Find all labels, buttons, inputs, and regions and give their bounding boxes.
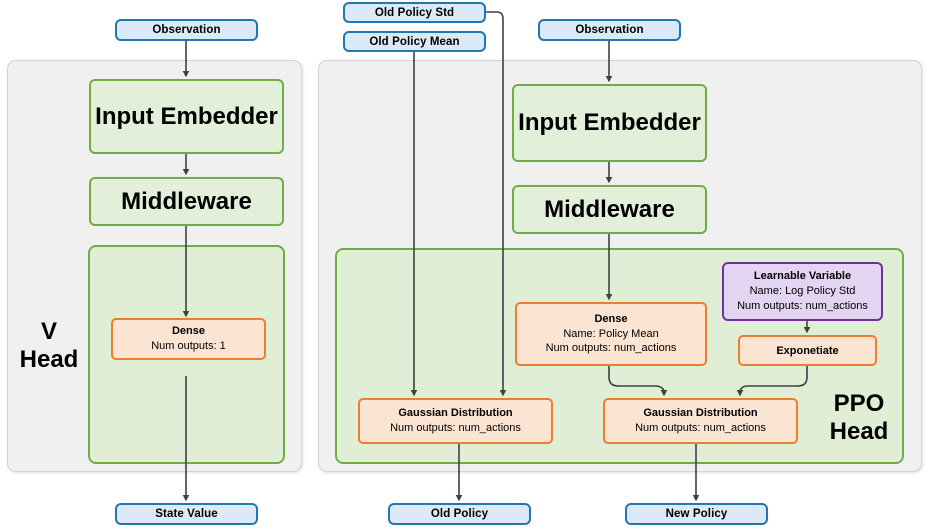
ppo-middleware-label: Middleware	[544, 195, 675, 223]
ppo-dense-policy-mean[interactable]: Dense Name: Policy Mean Num outputs: num…	[515, 302, 707, 366]
v-middleware[interactable]: Middleware	[89, 177, 284, 226]
v-input-embedder-label: Input Embedder	[95, 102, 278, 130]
ppo-gaussian-new-outputs: Num outputs: num_actions	[635, 422, 766, 434]
output-new-policy[interactable]: New Policy	[625, 503, 768, 525]
input-old-policy-mean[interactable]: Old Policy Mean	[343, 31, 486, 52]
input-old-policy-std-label: Old Policy Std	[374, 6, 455, 19]
input-observation-ppo-label: Observation	[575, 24, 644, 36]
ppo-gaussian-new[interactable]: Gaussian Distribution Num outputs: num_a…	[603, 398, 798, 444]
ppo-dense-outputs: Num outputs: num_actions	[545, 342, 677, 355]
ppo-exponetiate[interactable]: Exponetiate	[738, 335, 877, 366]
v-head-label-line1: V	[40, 318, 57, 345]
ppo-learnable-variable-outputs: Num outputs: num_actions	[737, 299, 868, 312]
output-new-policy-label: New Policy	[665, 508, 728, 520]
ppo-middleware[interactable]: Middleware	[512, 185, 707, 234]
input-observation-v-label: Observation	[152, 24, 221, 36]
v-dense-outputs: Num outputs: 1	[151, 340, 226, 352]
v-head-label: V Head	[14, 318, 84, 375]
ppo-gaussian-old[interactable]: Gaussian Distribution Num outputs: num_a…	[358, 398, 553, 444]
v-head-label-line2: Head	[19, 346, 79, 374]
ppo-input-embedder[interactable]: Input Embedder	[512, 84, 707, 162]
ppo-gaussian-new-title: Gaussian Distribution	[643, 407, 758, 420]
v-dense[interactable]: Dense Num outputs: 1	[111, 318, 266, 360]
ppo-dense-title: Dense	[594, 312, 628, 325]
ppo-learnable-variable-title: Learnable Variable	[753, 270, 852, 283]
v-input-embedder[interactable]: Input Embedder	[89, 79, 284, 154]
v-dense-title: Dense	[171, 325, 206, 338]
ppo-exponetiate-label: Exponetiate	[776, 344, 839, 357]
input-old-policy-mean-label: Old Policy Mean	[369, 35, 460, 48]
v-middleware-label: Middleware	[121, 187, 252, 215]
ppo-learnable-variable[interactable]: Learnable Variable Name: Log Policy Std …	[722, 262, 883, 321]
input-observation-v[interactable]: Observation	[115, 19, 258, 41]
ppo-learnable-variable-name: Name: Log Policy Std	[749, 285, 856, 298]
ppo-head-label-line2: Head	[829, 418, 889, 446]
ppo-dense-name: Name: Policy Mean	[563, 327, 659, 340]
ppo-gaussian-old-title: Gaussian Distribution	[398, 407, 513, 420]
output-state-value-label: State Value	[155, 508, 218, 520]
ppo-head-label-line1: PPO	[833, 390, 885, 417]
output-state-value[interactable]: State Value	[115, 503, 258, 525]
input-observation-ppo[interactable]: Observation	[538, 19, 681, 41]
ppo-input-embedder-label: Input Embedder	[518, 109, 701, 136]
output-old-policy[interactable]: Old Policy	[388, 503, 531, 525]
input-old-policy-std[interactable]: Old Policy Std	[343, 2, 486, 23]
ppo-head-label: PPO Head	[812, 390, 906, 447]
ppo-gaussian-old-outputs: Num outputs: num_actions	[390, 422, 521, 434]
output-old-policy-label: Old Policy	[430, 508, 489, 520]
